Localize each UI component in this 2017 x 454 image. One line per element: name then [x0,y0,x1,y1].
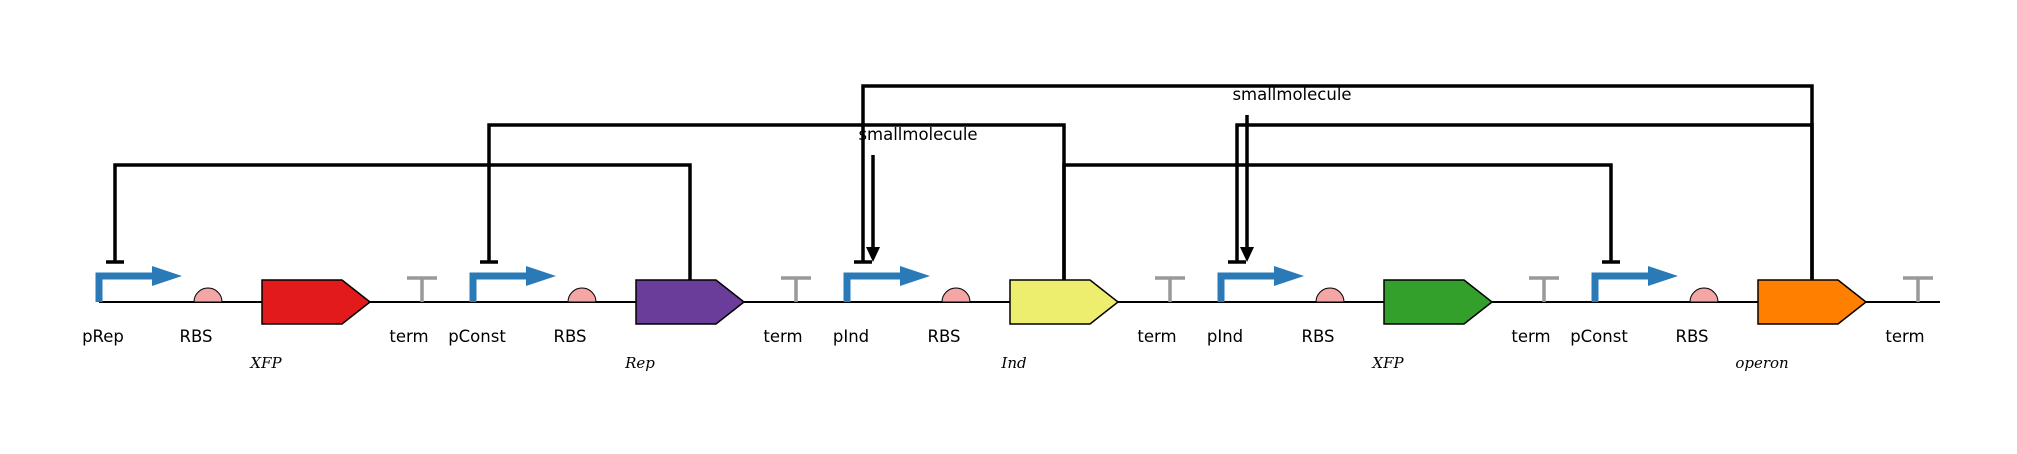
promoter-label: pRep [82,327,124,346]
cds-label: Rep [624,354,655,372]
rbs-r2 [567,287,597,303]
terminator-t4 [1529,276,1559,302]
repression-link [1062,163,1620,280]
cds-c5 [1757,279,1868,325]
promoter-p1 [95,266,182,302]
rbs-label: RBS [180,327,213,346]
repression-link [1228,123,1814,280]
cds-label: XFP [1371,354,1404,372]
labels-layer: pRep RBS XFP term pConst RBS Rep term pInd RBS Ind… [82,327,1925,372]
inducer-label: smallmolecule [858,125,977,144]
terminator-t1 [407,276,437,302]
cds-c1 [261,279,372,325]
cds-c2 [635,279,746,325]
inducer-0: smallmolecule [858,125,978,262]
rbs-label: RBS [1676,327,1709,346]
promoter-label: pConst [1570,327,1628,346]
terminator-label: term [1885,327,1924,346]
parts-layer [95,266,1933,325]
rbs-r1 [193,287,223,303]
repression-link [106,163,692,280]
rbs-label: RBS [554,327,587,346]
promoter-p4 [1217,266,1304,302]
rbs-r4 [1315,287,1345,303]
promoter-p2 [469,266,556,302]
promoter-p3 [843,266,930,302]
rbs-label: RBS [928,327,961,346]
repression-link [480,123,1066,280]
cds-c4 [1383,279,1494,325]
terminator-t2 [781,276,811,302]
terminator-label: term [763,327,802,346]
cds-label: XFP [249,354,282,372]
promoter-label: pInd [1207,327,1243,346]
terminator-label: term [1137,327,1176,346]
cds-label: operon [1735,354,1788,372]
terminator-label: term [1511,327,1550,346]
terminator-label: term [389,327,428,346]
rbs-r5 [1689,287,1719,303]
promoter-p5 [1591,266,1678,302]
inducer-1: smallmolecule [1232,85,1352,262]
inducer-label: smallmolecule [1232,85,1351,104]
rbs-r3 [941,287,971,303]
rbs-label: RBS [1302,327,1335,346]
regulation-links: smallmolecule smallmolecule [106,84,1814,280]
cds-label: Ind [1000,354,1026,372]
terminator-t3 [1155,276,1185,302]
cds-c3 [1009,279,1120,325]
repression-link [854,84,1814,280]
promoter-label: pInd [833,327,869,346]
promoter-label: pConst [448,327,506,346]
terminator-t5 [1903,276,1933,302]
